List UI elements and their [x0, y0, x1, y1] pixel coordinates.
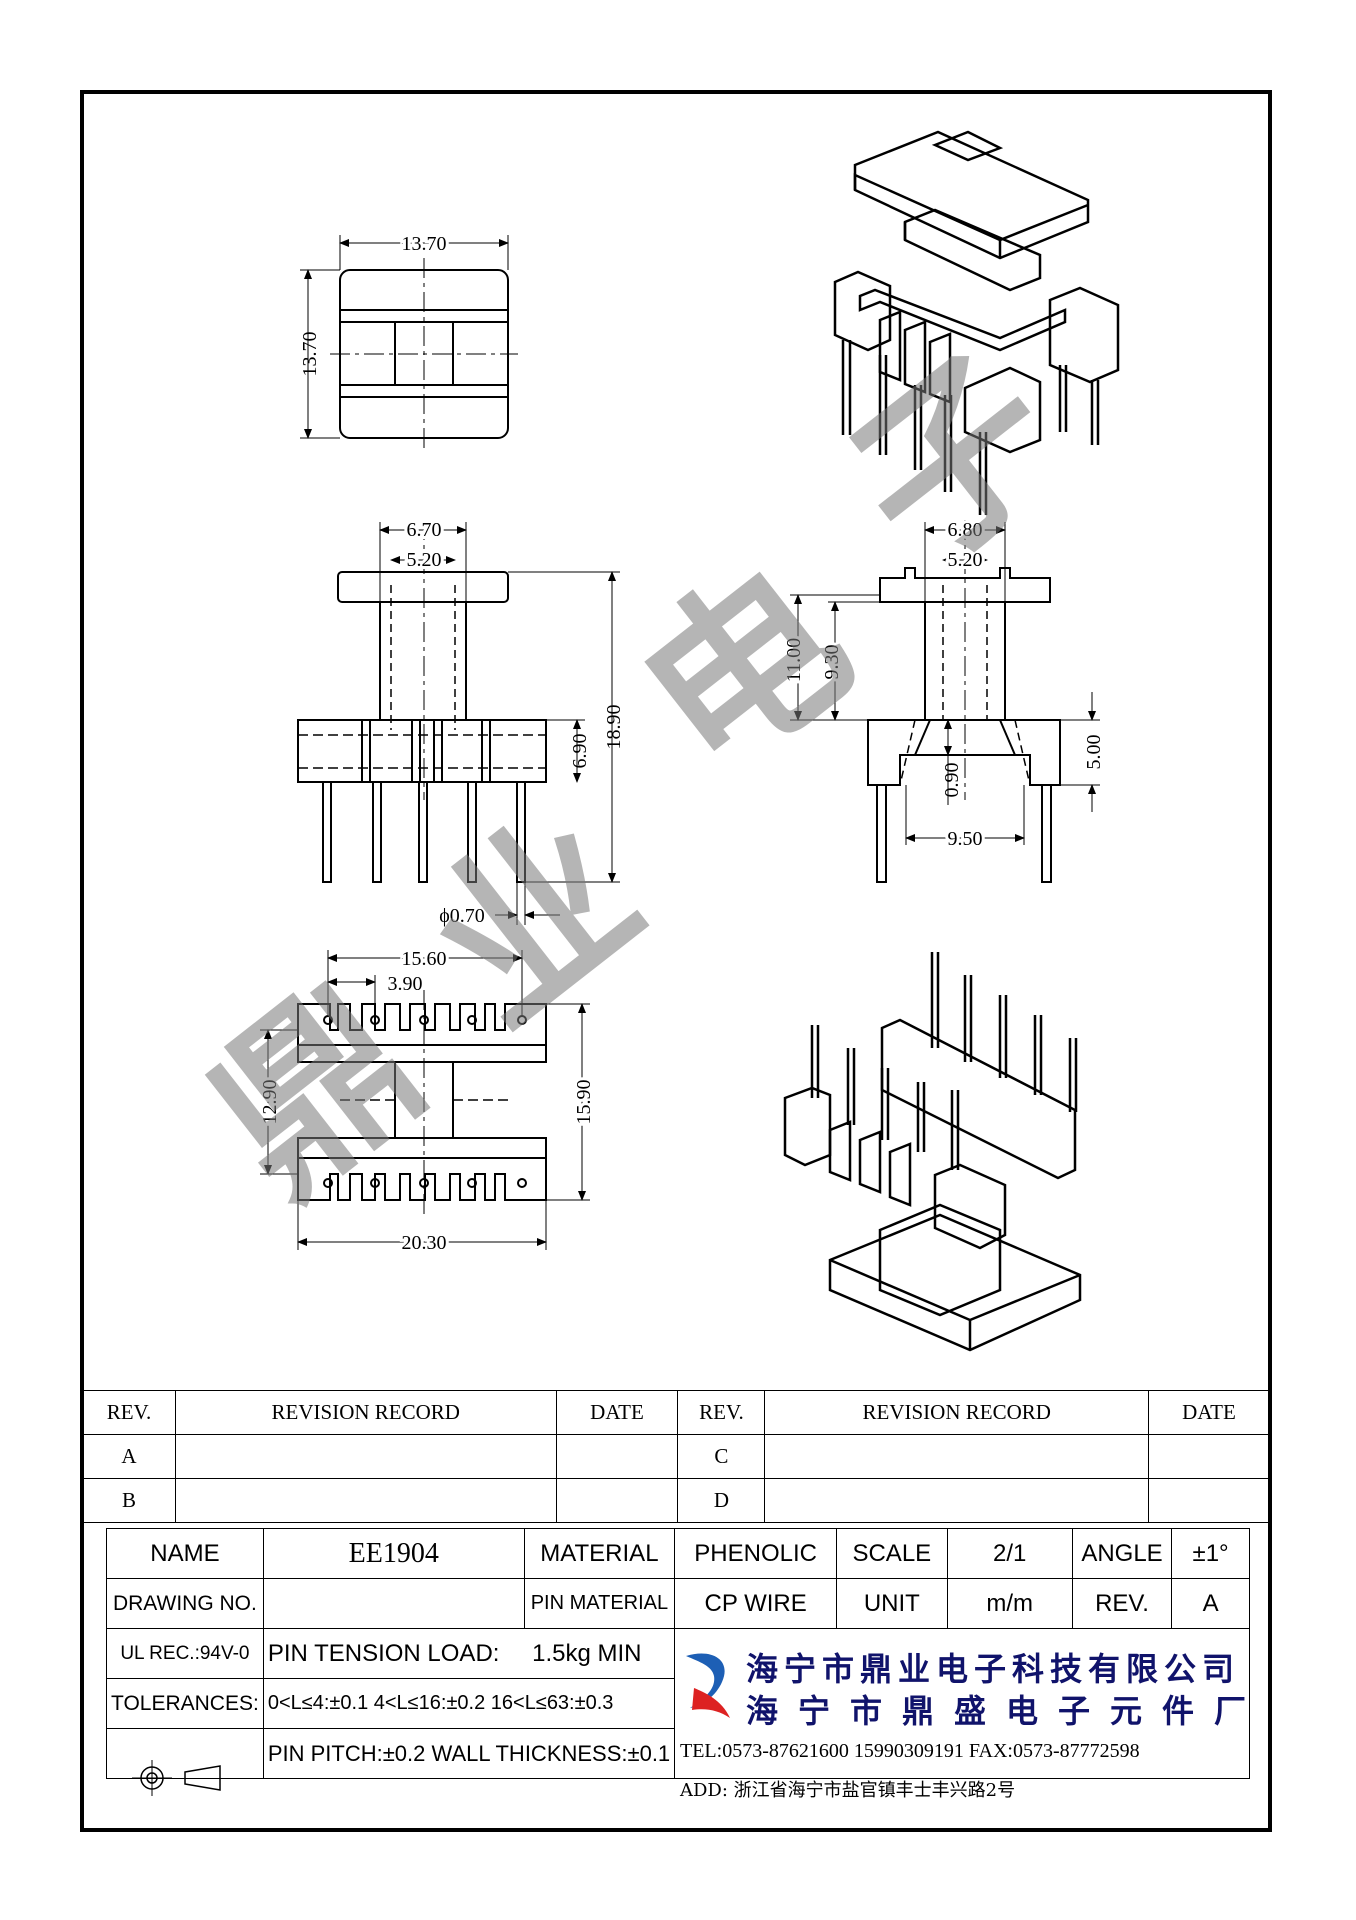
dim-side-height-outer: 11.00 [783, 638, 805, 682]
side-view [790, 520, 1100, 883]
dimension-labels: 13.70 13.70 6.70 5.20 18.90 6.90 ϕ0.70 6… [256, 230, 1105, 1257]
dim-side-inner: 5.20 [948, 549, 983, 571]
dim-front-inner: 5.20 [407, 549, 442, 571]
angle-label: ANGLE [1071, 1528, 1173, 1579]
company-name-2: 海宁市鼎盛电子元件厂 [746, 1692, 1267, 1730]
dim-bottom-pin-pitch: 3.90 [388, 973, 423, 995]
pin-tension-value: 1.5kg MIN [532, 1639, 642, 1667]
front-view [297, 520, 620, 925]
date-cell [1148, 1434, 1270, 1479]
record-cell [174, 1434, 557, 1479]
dim-bottom-inner-height: 12.90 [259, 1080, 281, 1125]
drawing-no-value [262, 1578, 525, 1629]
material-label: MATERIAL [523, 1528, 676, 1579]
pin-tension-label: PIN TENSION LOAD: [267, 1639, 500, 1667]
drawing-no-label: DRAWING NO. [106, 1578, 264, 1629]
rev-cell: C [677, 1434, 766, 1479]
material-value: PHENOLIC [674, 1528, 838, 1579]
date-cell [555, 1434, 679, 1479]
dim-bottom-outer-height: 15.90 [573, 1080, 595, 1125]
dim-side-outer: 6.80 [948, 519, 983, 541]
dim-side-base-height: 5.00 [1083, 735, 1105, 770]
record-cell [764, 1478, 1150, 1523]
pin-material-label: PIN MATERIAL [523, 1578, 676, 1629]
scale-value: 2/1 [946, 1528, 1073, 1579]
company-address: ADD: 浙江省海宁市盐官镇丰士丰兴路2号 [680, 1780, 1016, 1801]
dim-top-width: 13.70 [402, 233, 447, 255]
rev-label: REV. [1071, 1578, 1173, 1629]
unit-value: m/m [946, 1578, 1073, 1629]
company-phone: TEL:0573-87621600 15990309191 FAX:0573-8… [680, 1740, 1140, 1762]
dim-pin-diameter: ϕ0.70 [439, 905, 485, 927]
header-rev: REV. [677, 1390, 766, 1435]
company-block [674, 1628, 1250, 1779]
pin-tension-cell: PIN TENSION LOAD: 1.5kg MIN [262, 1628, 676, 1679]
pin-pitch: PIN PITCH:±0.2 WALL THICKNESS:±0.1 [262, 1728, 676, 1779]
record-cell [764, 1434, 1150, 1479]
rev-cell: A [82, 1434, 176, 1479]
dim-front-base-height: 6.90 [569, 734, 591, 769]
table-row: B D [82, 1478, 1270, 1523]
tolerances-label: TOLERANCES: [106, 1678, 264, 1729]
dim-front-total-height: 18.90 [603, 705, 625, 750]
dim-bottom-pin-span: 15.60 [402, 948, 447, 970]
table-row: A C [82, 1434, 1270, 1479]
record-cell [174, 1478, 557, 1523]
company-logo-icon [686, 1653, 730, 1718]
date-cell [1148, 1478, 1270, 1523]
date-cell [555, 1478, 679, 1523]
company-info: 海宁市鼎业电子科技有限公司 海宁市鼎盛电子元件厂 TEL:0573-876216… [676, 1636, 1248, 1806]
pin-material-value: CP WIRE [674, 1578, 838, 1629]
name-value: EE1904 [262, 1528, 525, 1579]
dim-bottom-width: 20.30 [402, 1232, 447, 1254]
drawing-frame [80, 90, 1272, 1832]
header-rev: REV. [82, 1390, 176, 1435]
company-name-1: 海宁市鼎业电子科技有限公司 [746, 1650, 1241, 1688]
rev-value: A [1171, 1578, 1250, 1629]
angle-value: ±1° [1171, 1528, 1250, 1579]
projection-cell [106, 1728, 264, 1779]
dim-side-height-inner: 9.30 [821, 645, 843, 680]
header-date: DATE [1148, 1390, 1270, 1435]
tolerances-value: 0<L≤4:±0.1 4<L≤16:±0.2 16<L≤63:±0.3 [262, 1678, 676, 1729]
scale-label: SCALE [836, 1528, 948, 1579]
top-view [300, 235, 518, 450]
revision-header-row: REV. REVISION RECORD DATE REV. REVISION … [82, 1390, 1270, 1435]
header-date: DATE [555, 1390, 679, 1435]
isometric-view-top [833, 130, 1120, 515]
dim-front-outer: 6.70 [407, 519, 442, 541]
dim-side-pin-span: 9.50 [948, 828, 983, 850]
ul-rec: UL REC.:94V-0 [106, 1628, 264, 1679]
revision-table: REV. REVISION RECORD DATE REV. REVISION … [82, 1390, 1270, 1523]
bottom-view [260, 950, 590, 1250]
name-label: NAME [106, 1528, 264, 1579]
dim-top-height: 13.70 [299, 332, 321, 377]
dim-side-gap: 0.90 [941, 763, 963, 798]
rev-cell: B [82, 1478, 176, 1523]
header-revision-record: REVISION RECORD [764, 1390, 1150, 1435]
title-block: NAME EE1904 MATERIAL PHENOLIC SCALE 2/1 … [106, 1528, 1250, 1779]
unit-label: UNIT [836, 1578, 948, 1629]
header-revision-record: REVISION RECORD [174, 1390, 557, 1435]
isometric-view-bottom [783, 952, 1082, 1352]
rev-cell: D [677, 1478, 766, 1523]
